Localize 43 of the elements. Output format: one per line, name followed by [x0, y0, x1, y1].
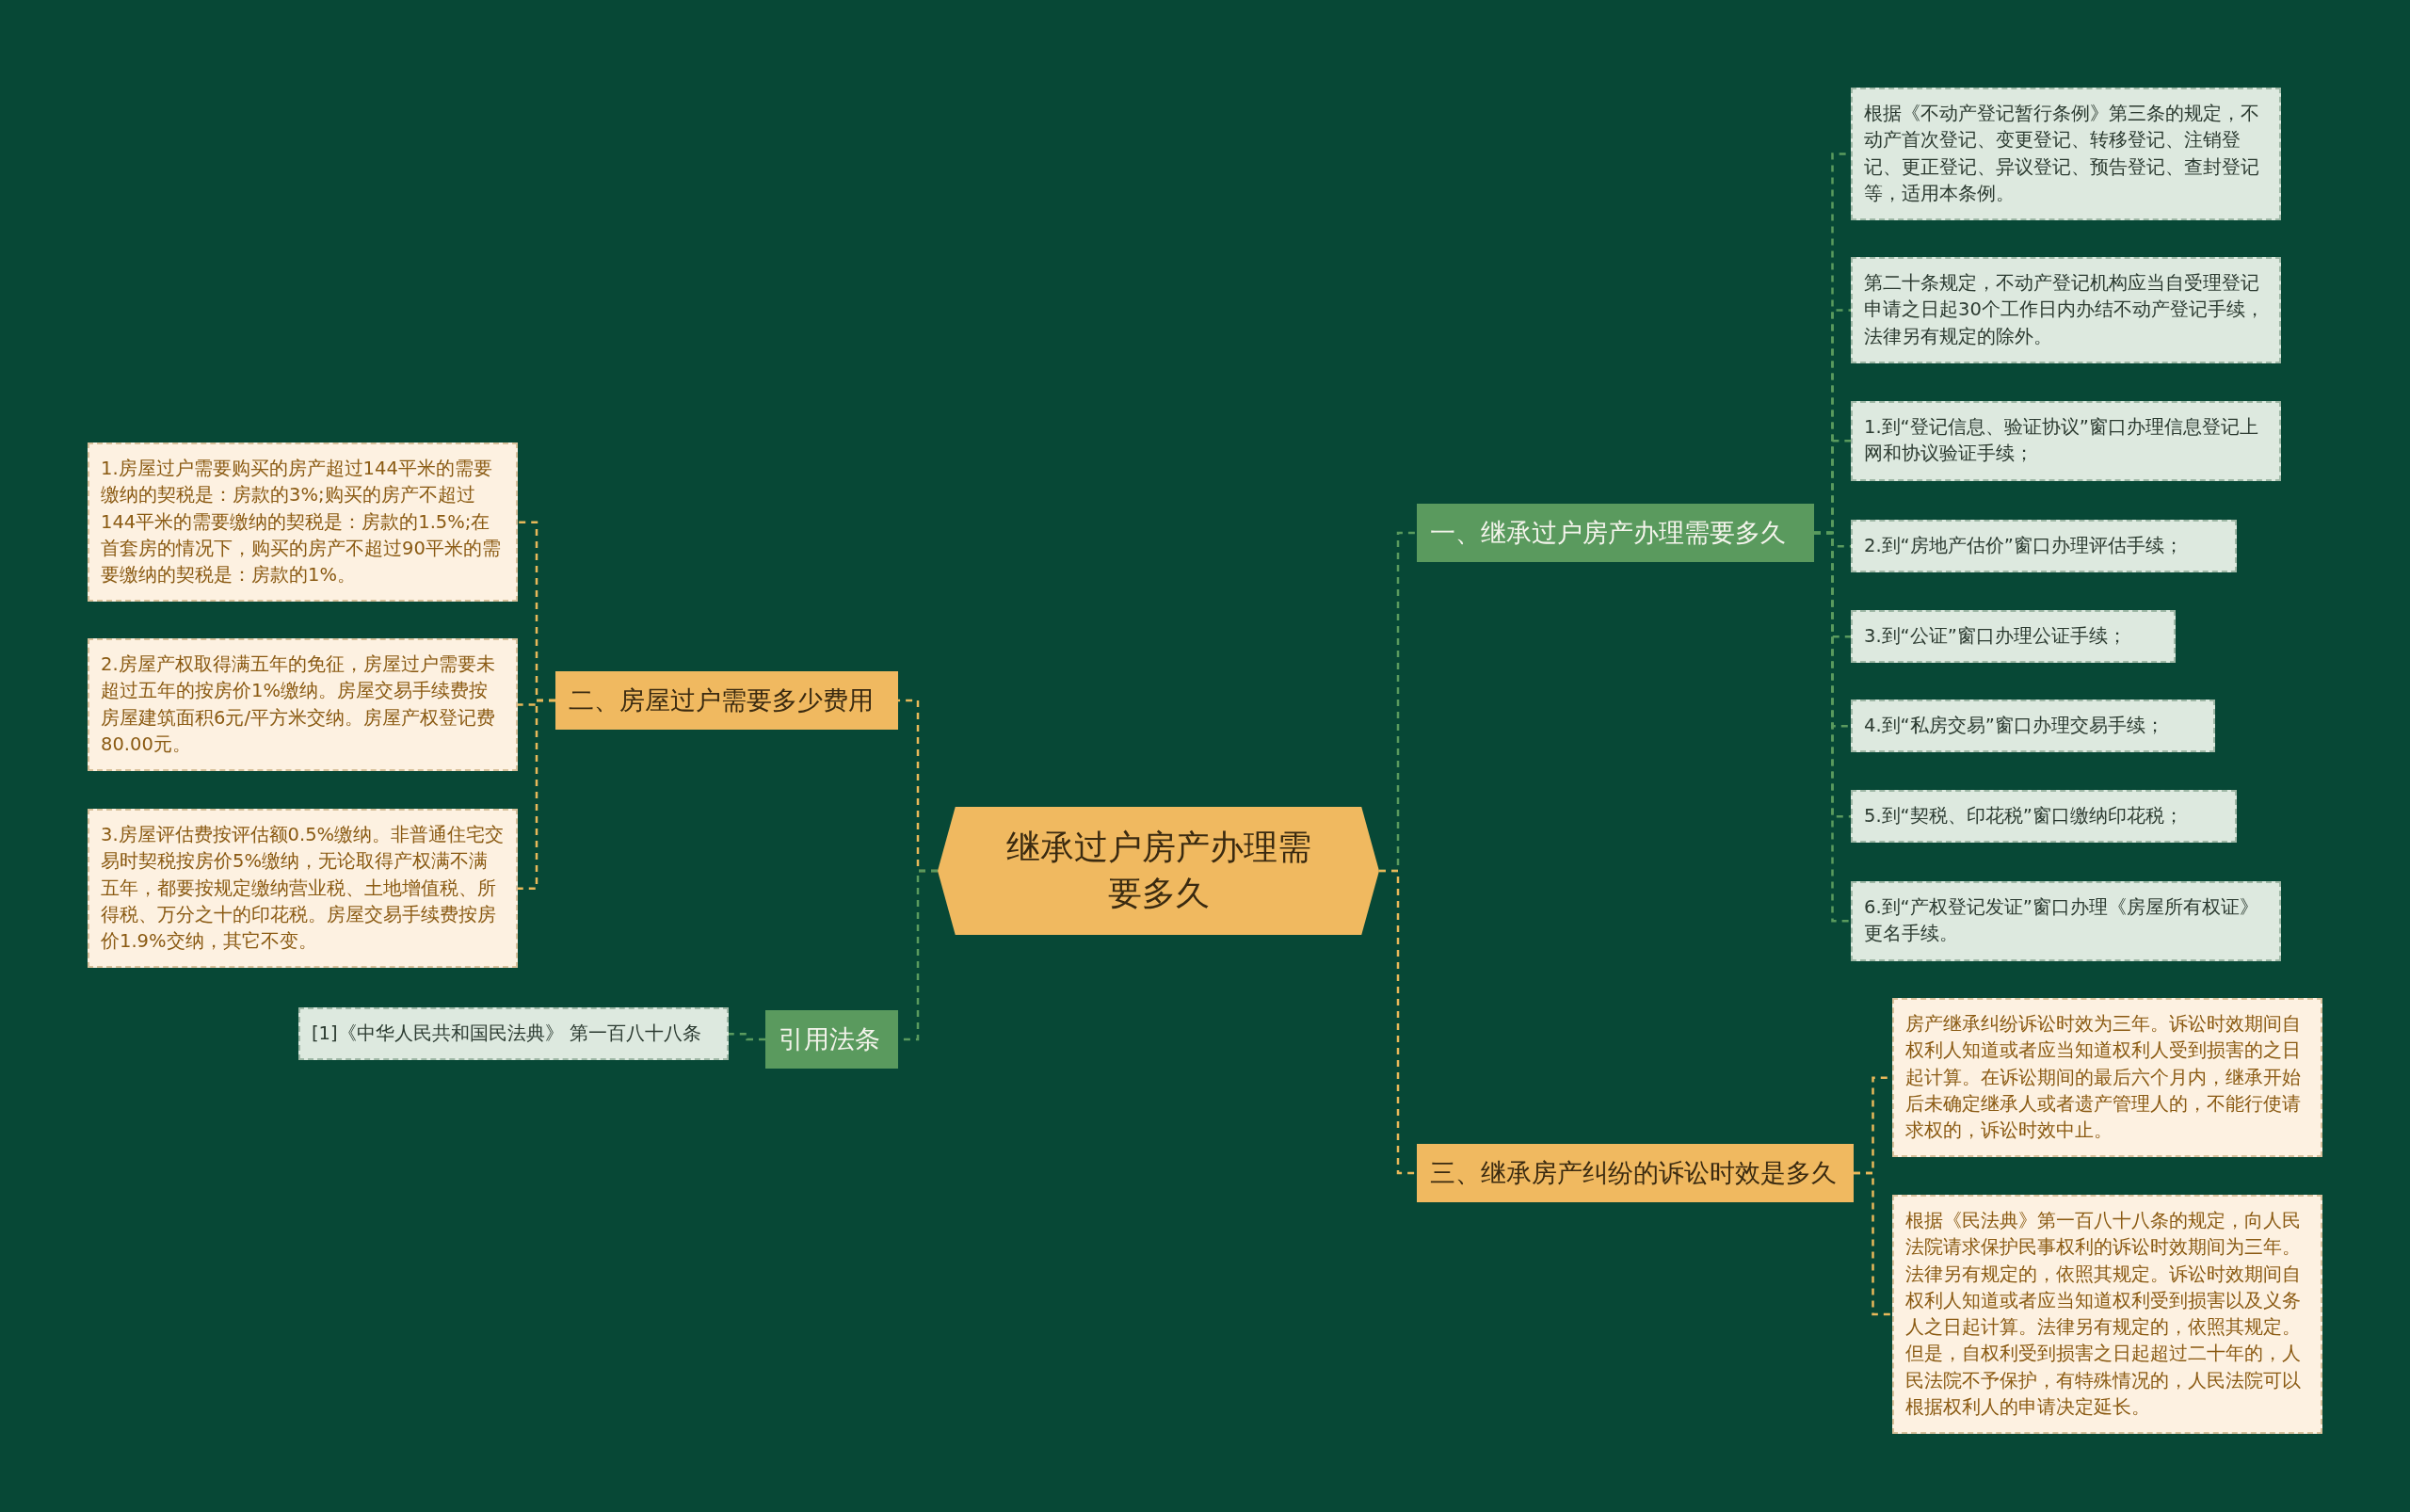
branch-topic	[765, 1010, 898, 1069]
connector-line	[518, 699, 555, 890]
branch-label: 三、继承房产纠纷的诉讼时效是多久	[1430, 1157, 1838, 1189]
note-text: 1.到“登记信息、验证协议”窗口办理信息登记上网和协议验证手续；	[1864, 415, 2259, 467]
note-card	[88, 638, 518, 772]
note-text: 根据《民法典》第一百八十八条的规定，向人民法院请求保护民事权利的诉讼时效期间为三年。法律另有规定的，依照其规定。诉讼时效期间自权利人知道或者应当知道权利受到损害以及义务人之日起计算。法律另有规定的，依照其规定。但是，自权利受到损害之日起超过二十年的，人民法院不予保护，有特殊情况的，人民法院可以根据权利人的申请决定延长。	[1905, 1209, 2302, 1420]
topic-title: 继承过户房产办理需要多久	[1004, 827, 1312, 914]
note-card	[1851, 257, 2281, 363]
note-card	[1892, 998, 2322, 1158]
note-text: 5.到“契税、印花税”窗口缴纳印花税；	[1864, 804, 2184, 828]
branch-topic	[555, 671, 898, 730]
connector-line	[1814, 531, 1851, 923]
note-text: 3.到“公证”窗口办理公证手续；	[1864, 624, 2128, 649]
note-text: 4.到“私房交易”窗口办理交易手续；	[1864, 714, 2165, 738]
note-card	[1851, 700, 2215, 753]
note-card	[1851, 790, 2237, 844]
branch-topic	[1417, 504, 1814, 562]
note-text: 6.到“产权登记发证”窗口办理《房屋所有权证》更名手续。	[1864, 895, 2259, 947]
branch-label: 一、继承过户房产办理需要多久	[1430, 517, 1787, 549]
note-card	[88, 442, 518, 603]
note-card	[1851, 88, 2281, 221]
note-text: 第二十条规定，不动产登记机构应当自受理登记申请之日起30个工作日内办结不动产登记手续，法律另有规定的除外。	[1864, 271, 2265, 349]
note-text: 房产继承纠纷诉讼时效为三年。诉讼时效期间自权利人知道或者应当知道权利人受到损害的之日起计算。在诉讼期间的最后六个月内，继承开始后未确定继承人或者遗产管理人的，不能行使请求权的，诉讼时效中止。	[1905, 1012, 2302, 1144]
branch-topic	[1417, 1144, 1854, 1202]
note-card	[1851, 520, 2237, 573]
note-text: 1.房屋过户需要购买的房产超过144平米的需要缴纳的契税是：房款的3%;购买的房产不超过144平米的需要缴纳的契税是：房款的1.5%;在首套房的情况下，购买的房产不超过90平米的需要缴纳的契税是：房款的1%。	[101, 457, 502, 588]
connector-line	[1379, 869, 1417, 1175]
note-text: 2.房屋产权取得满五年的免征，房屋过户需要未超过五年的按房价1%缴纳。房屋交易手续费按房屋建筑面积6元/平方米交纳。房屋产权登记费80.00元。	[101, 652, 496, 757]
note-text: 2.到“房地产估价”窗口办理评估手续；	[1864, 534, 2184, 558]
connector-line	[1854, 1171, 1892, 1316]
note-card	[1851, 401, 2281, 481]
note-text: 根据《不动产登记暂行条例》第三条的规定，不动产首次登记、变更登记、转移登记、注销登记、更正登记、异议登记、预告登记、查封登记等，适用本条例。	[1864, 102, 2260, 206]
note-text: 3.房屋评估费按评估额0.5%缴纳。非普通住宅交易时契税按房价5%缴纳，无论取得产权满不满五年，都要按规定缴纳营业税、土地增值税、所得税、万分之十的印花税。房屋交易手续费按房价1.9%交纳，其它不变。	[101, 823, 505, 955]
branch-label: 引用法条	[779, 1023, 881, 1055]
note-card	[298, 1007, 729, 1061]
note-card	[1892, 1195, 2322, 1435]
note-card	[1851, 881, 2281, 961]
note-text: [1]《中华人民共和国民法典》 第一百八十八条	[312, 1021, 702, 1046]
connector-line	[729, 1032, 765, 1041]
branch-label: 二、房屋过户需要多少费用	[569, 684, 875, 716]
central-topic-hexagon	[938, 807, 1379, 935]
note-card	[1851, 610, 2176, 664]
note-card	[88, 809, 518, 969]
